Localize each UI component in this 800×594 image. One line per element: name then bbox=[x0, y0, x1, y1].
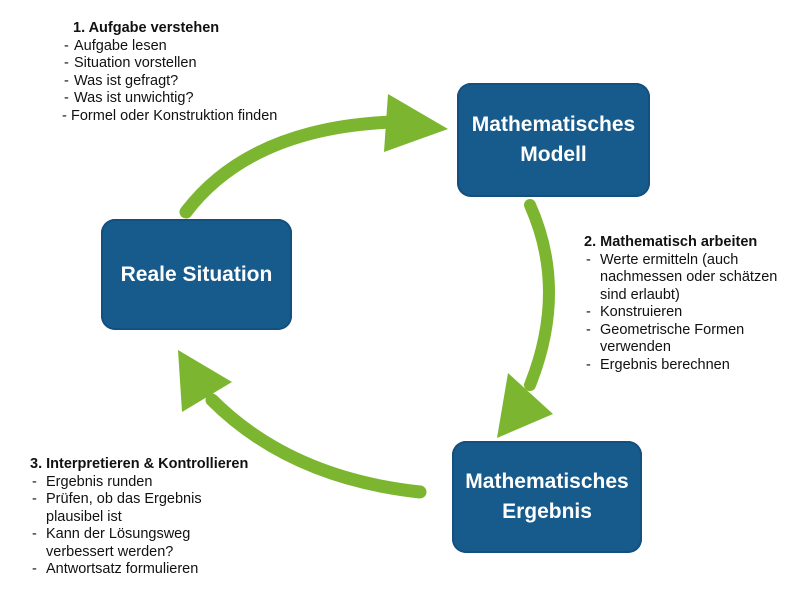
step-list: Werte ermitteln (auch nachmessen oder sc… bbox=[584, 252, 794, 375]
box-mathematical-model: Mathematisches Modell bbox=[457, 83, 650, 197]
step-2-note: 2. Mathematisch arbeiten Werte ermitteln… bbox=[584, 234, 794, 374]
box-label-line2: Ergebnis bbox=[502, 500, 592, 523]
box-label-line1: Mathematisches bbox=[471, 113, 636, 136]
list-item: Antwortsatz formulieren bbox=[30, 561, 260, 579]
box-label-line1: Reale Situation bbox=[120, 262, 273, 286]
step-list: Ergebnis runden Prüfen, ob das Ergebnis … bbox=[30, 474, 260, 579]
box-label-line2: Modell bbox=[520, 143, 587, 166]
arrow-shaft bbox=[524, 199, 555, 391]
box-mathematical-result: Mathematisches Ergebnis bbox=[452, 441, 642, 553]
arrow-result-to-real bbox=[178, 350, 427, 499]
step-list: Aufgabe lesen Situation vorstellen Was i… bbox=[62, 38, 277, 126]
step-title: 2. Mathematisch arbeiten bbox=[584, 234, 758, 250]
list-item: Prüfen, ob das Ergebnis plausibel ist bbox=[30, 491, 260, 526]
list-item: Geometrische Formen verwenden bbox=[584, 322, 794, 357]
list-item: Situation vorstellen bbox=[62, 55, 277, 73]
list-item: Konstruieren bbox=[584, 304, 794, 322]
arrow-real-to-model bbox=[179, 94, 448, 219]
step-title: 3. Interpretieren & Kontrollieren bbox=[30, 456, 249, 472]
list-item: Formel oder Konstruktion finden bbox=[62, 108, 277, 126]
arrow-shaft bbox=[205, 393, 427, 499]
arrow-model-to-result bbox=[497, 199, 555, 438]
list-item: Was ist gefragt? bbox=[62, 73, 277, 91]
arrowhead-icon bbox=[178, 350, 232, 412]
step-3-note: 3. Interpretieren & Kontrollieren Ergebn… bbox=[30, 456, 260, 579]
arrowhead-icon bbox=[497, 373, 553, 438]
step-title: 1. Aufgabe verstehen bbox=[73, 20, 220, 36]
box-real-situation: Reale Situation bbox=[101, 219, 292, 330]
list-item: Was ist unwichtig? bbox=[62, 90, 277, 108]
list-item: Ergebnis berechnen bbox=[584, 357, 794, 375]
list-item: Werte ermitteln (auch nachmessen oder sc… bbox=[584, 252, 794, 305]
list-item: Aufgabe lesen bbox=[62, 38, 277, 56]
arrowhead-icon bbox=[384, 94, 448, 152]
list-item: Ergebnis runden bbox=[30, 474, 260, 492]
box-label-line1: Mathematisches bbox=[465, 470, 629, 493]
list-item: Kann der Lösungsweg verbessert werden? bbox=[30, 526, 260, 561]
step-1-note: 1. Aufgabe verstehen Aufgabe lesen Situa… bbox=[62, 20, 277, 125]
arrow-shaft bbox=[179, 115, 399, 219]
